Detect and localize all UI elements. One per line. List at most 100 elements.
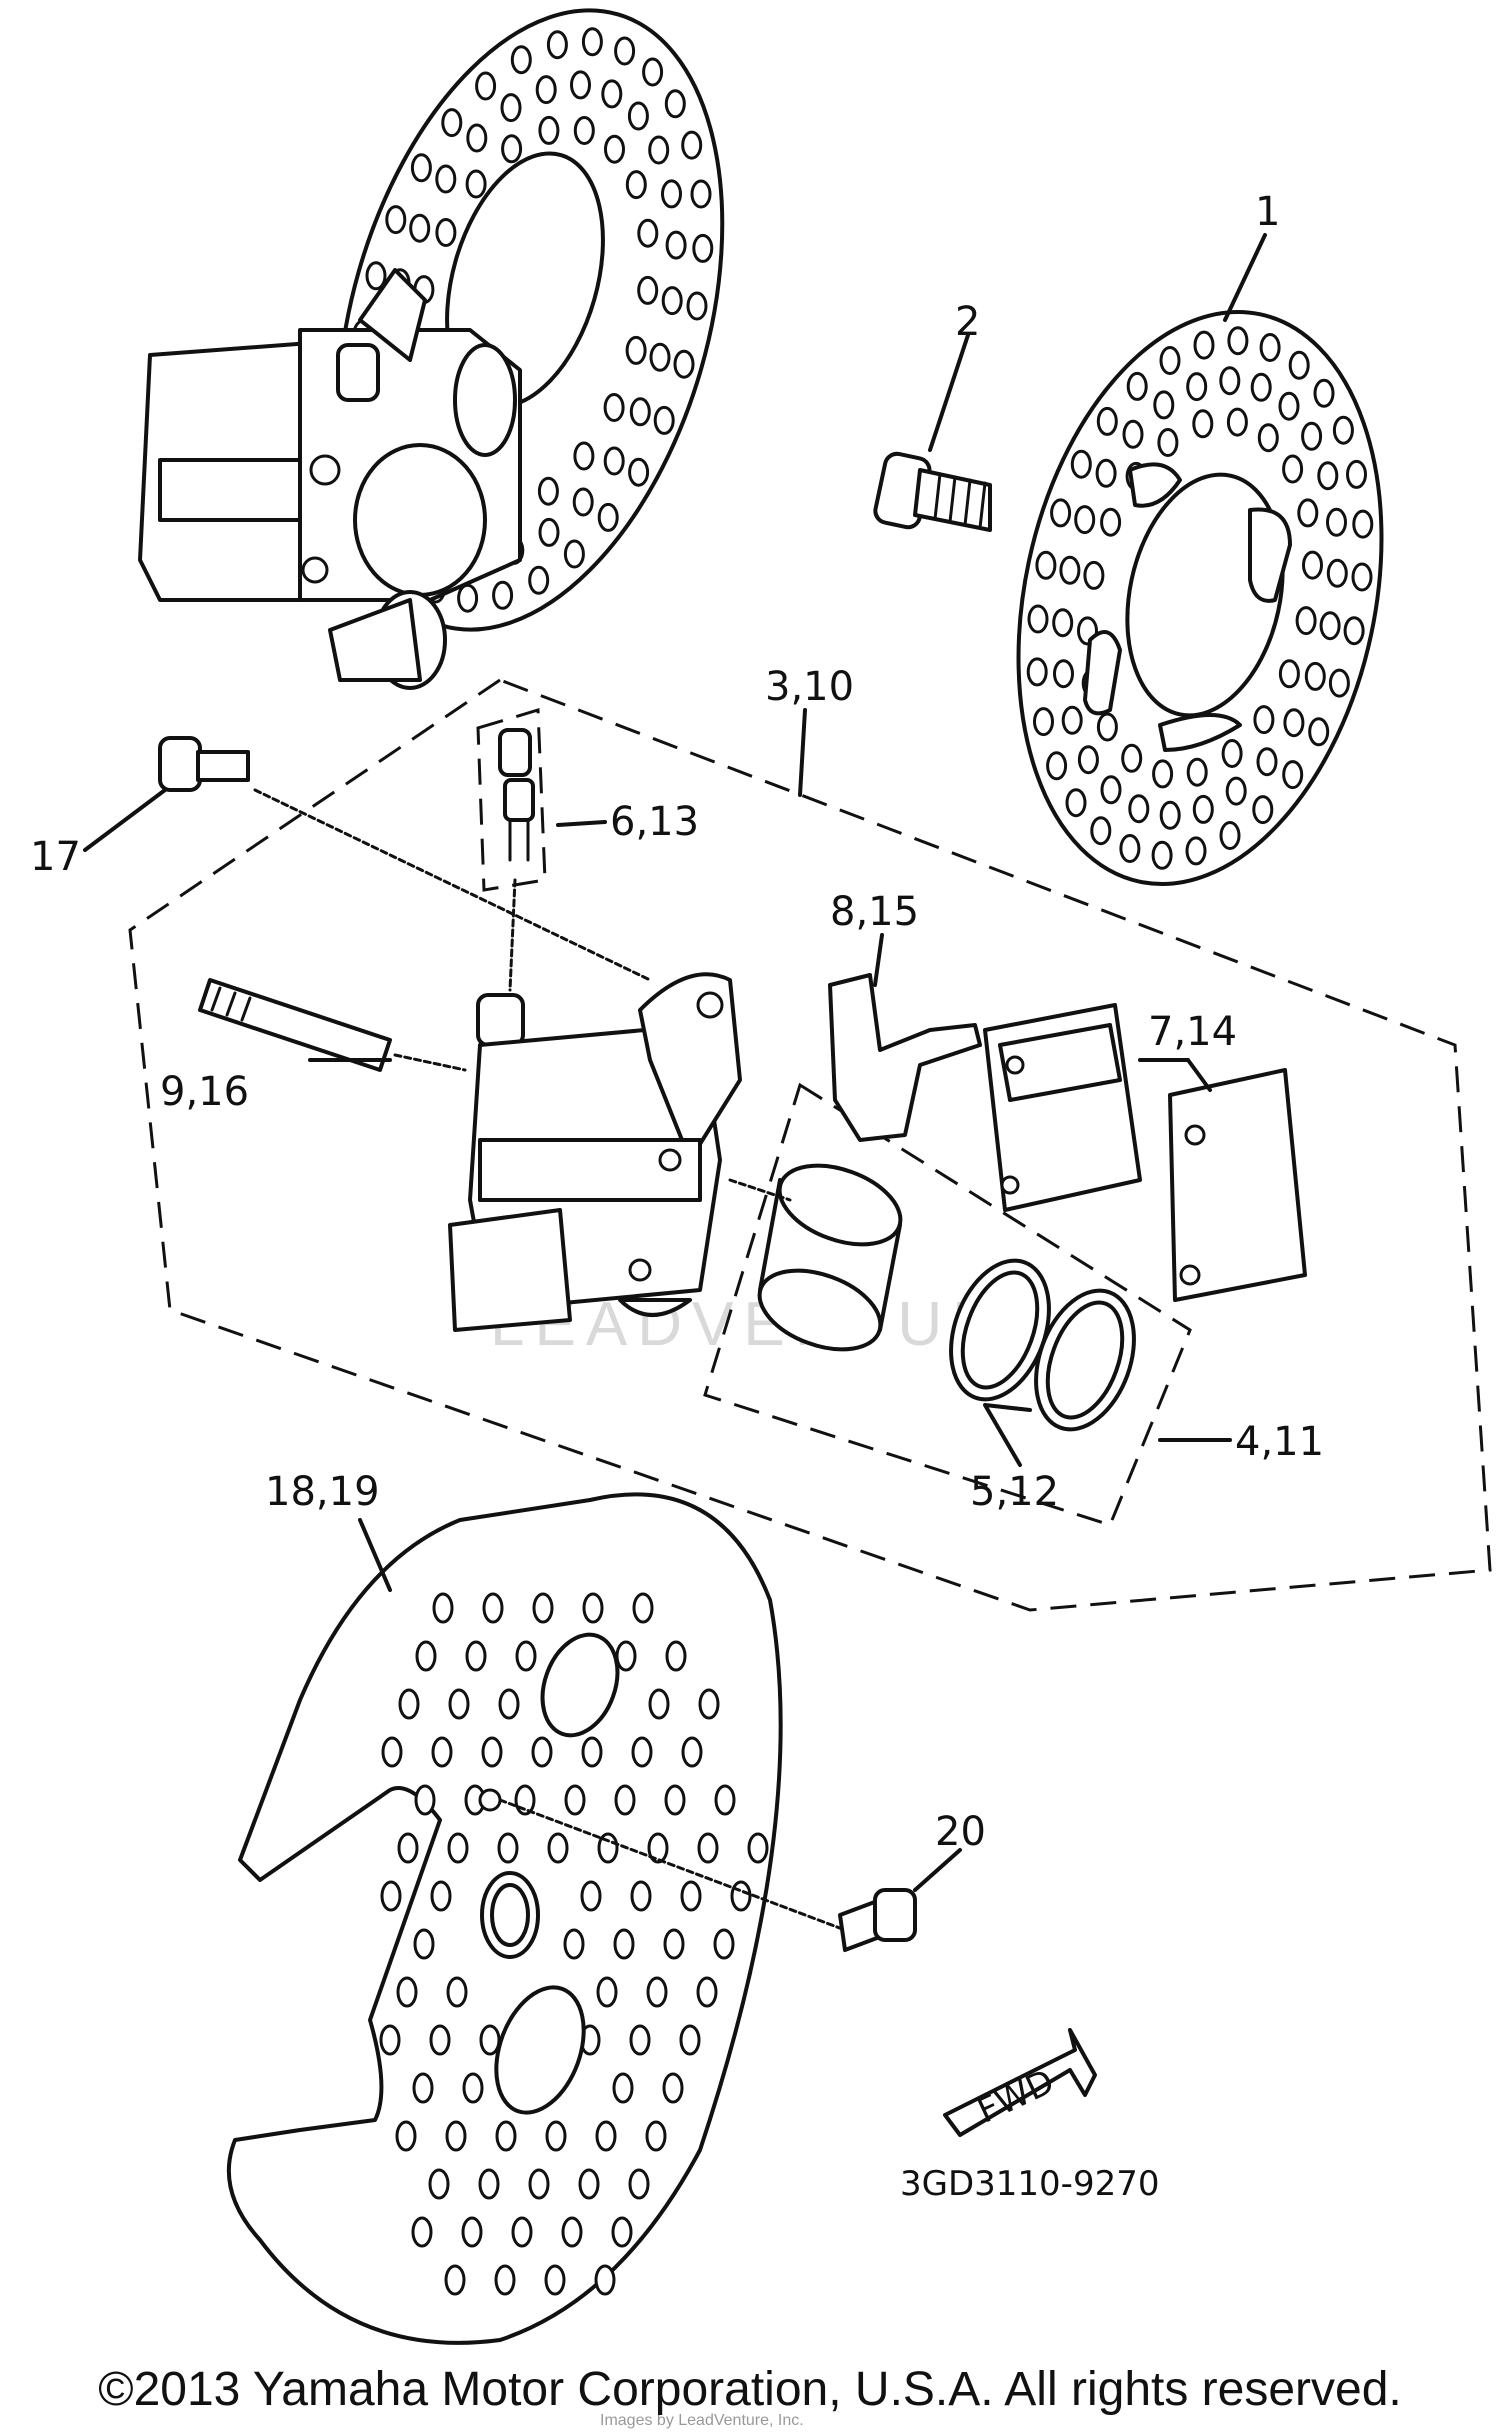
perforation-hole: [385, 205, 407, 235]
perforation-hole: [412, 2072, 434, 2104]
perforation-hole: [1297, 498, 1319, 528]
perforation-hole: [681, 130, 703, 160]
perforation-hole: [511, 2216, 533, 2248]
label-2: 2: [955, 299, 980, 345]
perforation-hole: [611, 2216, 633, 2248]
perforation-hole: [1317, 461, 1339, 491]
perforation-hole: [430, 1880, 452, 1912]
perforation-hole: [570, 70, 591, 100]
label-6-13: 6,13: [610, 799, 699, 845]
perforation-hole: [1346, 459, 1367, 489]
perforation-hole: [435, 218, 457, 247]
perforation-hole: [1100, 507, 1122, 537]
perforation-hole: [625, 335, 647, 365]
perforation-hole: [713, 1928, 735, 1960]
perforation-hole: [1282, 454, 1304, 484]
bolt-20: [838, 1888, 917, 1952]
fwd-text: FWD: [972, 2062, 1061, 2132]
perforation-hole: [679, 2024, 701, 2056]
perforation-hole: [696, 1976, 718, 2008]
perforation-hole: [647, 1832, 669, 1864]
perforation-hole: [1074, 505, 1096, 535]
perforation-hole: [448, 1688, 470, 1720]
perforation-hole: [444, 2264, 466, 2296]
perforation-hole: [572, 487, 594, 517]
perforation-hole: [1326, 507, 1347, 537]
perforation-hole: [1096, 712, 1118, 742]
perforation-hole: [686, 291, 708, 321]
perforation-hole: [673, 349, 695, 379]
perforation-hole: [1119, 834, 1141, 863]
perforation-hole: [697, 1832, 719, 1864]
diagram-code: 3GD3110-9270: [900, 2164, 1159, 2204]
perforation-hole: [1295, 606, 1317, 636]
label-9-16: 9,16: [160, 1069, 249, 1115]
perforation-hole: [462, 2072, 484, 2104]
disc-guard: [226, 1492, 783, 2345]
perforation-hole: [631, 1736, 653, 1768]
perforation-hole: [1121, 743, 1143, 773]
perforation-hole: [1046, 751, 1068, 781]
perforation-hole: [649, 342, 671, 372]
perforation-hole: [413, 1928, 435, 1960]
perforation-hole: [441, 108, 463, 138]
label-20: 20: [935, 1809, 986, 1855]
perforation-hole: [1256, 747, 1278, 777]
perforation-hole: [500, 93, 522, 123]
perforation-hole: [1252, 795, 1274, 825]
perforation-hole: [1050, 498, 1072, 528]
perforation-hole: [653, 405, 675, 435]
bolt-17: [158, 736, 250, 792]
perforation-hole: [1159, 800, 1181, 830]
perforation-hole: [730, 1880, 752, 1912]
perforation-hole: [580, 1880, 602, 1912]
perforation-hole: [1193, 330, 1215, 360]
perforation-hole: [1352, 509, 1374, 539]
perforation-hole: [1227, 326, 1249, 356]
perforation-hole: [481, 1736, 503, 1768]
perforation-hole: [494, 2264, 516, 2296]
forward-arrow: FWD: [943, 2028, 1097, 2137]
perforation-hole: [1070, 449, 1092, 479]
perforation-hole: [1186, 757, 1208, 787]
label-7-14: 7,14: [1148, 1009, 1237, 1055]
perforation-hole: [1186, 372, 1208, 402]
watermark-credit: Images by LeadVenture, Inc.: [600, 2412, 804, 2429]
perforation-hole: [1257, 423, 1279, 453]
piston: [757, 1163, 903, 1352]
perforation-hole: [1026, 657, 1048, 687]
perforation-hole: [1090, 816, 1112, 846]
perforation-hole: [465, 169, 487, 199]
perforation-hole: [692, 233, 714, 263]
perforation-hole: [1159, 346, 1181, 375]
label-4-11: 4,11: [1235, 1419, 1324, 1465]
perforation-hole: [646, 1976, 668, 2008]
perforation-hole: [1151, 840, 1173, 870]
perforation-hole: [497, 1832, 519, 1864]
perforation-hole: [663, 1928, 685, 1960]
perforation-hole: [1053, 659, 1074, 689]
perforation-hole: [1332, 415, 1354, 445]
perforation-hole: [1185, 836, 1207, 866]
perforation-hole: [544, 2264, 566, 2296]
perforation-hole: [1052, 608, 1074, 638]
perforation-hole: [492, 580, 514, 610]
perforation-hole: [547, 1832, 569, 1864]
perforation-hole: [630, 1880, 652, 1912]
perforation-hole: [680, 1880, 702, 1912]
perforation-hole: [397, 1832, 419, 1864]
perforation-hole: [1152, 759, 1174, 789]
perforation-hole: [1096, 406, 1118, 436]
perforation-hole: [573, 116, 595, 145]
perforation-hole: [1278, 391, 1300, 421]
perforation-hole: [1033, 707, 1054, 737]
perforation-hole: [578, 2168, 600, 2200]
perforation-hole: [581, 1736, 603, 1768]
perforation-hole: [398, 1688, 420, 1720]
slide-pin: [198, 978, 392, 1072]
perforation-hole: [613, 1928, 635, 1960]
perforation-hole: [637, 218, 659, 248]
perforation-hole: [681, 1736, 703, 1768]
caliper-body: [448, 972, 742, 1332]
